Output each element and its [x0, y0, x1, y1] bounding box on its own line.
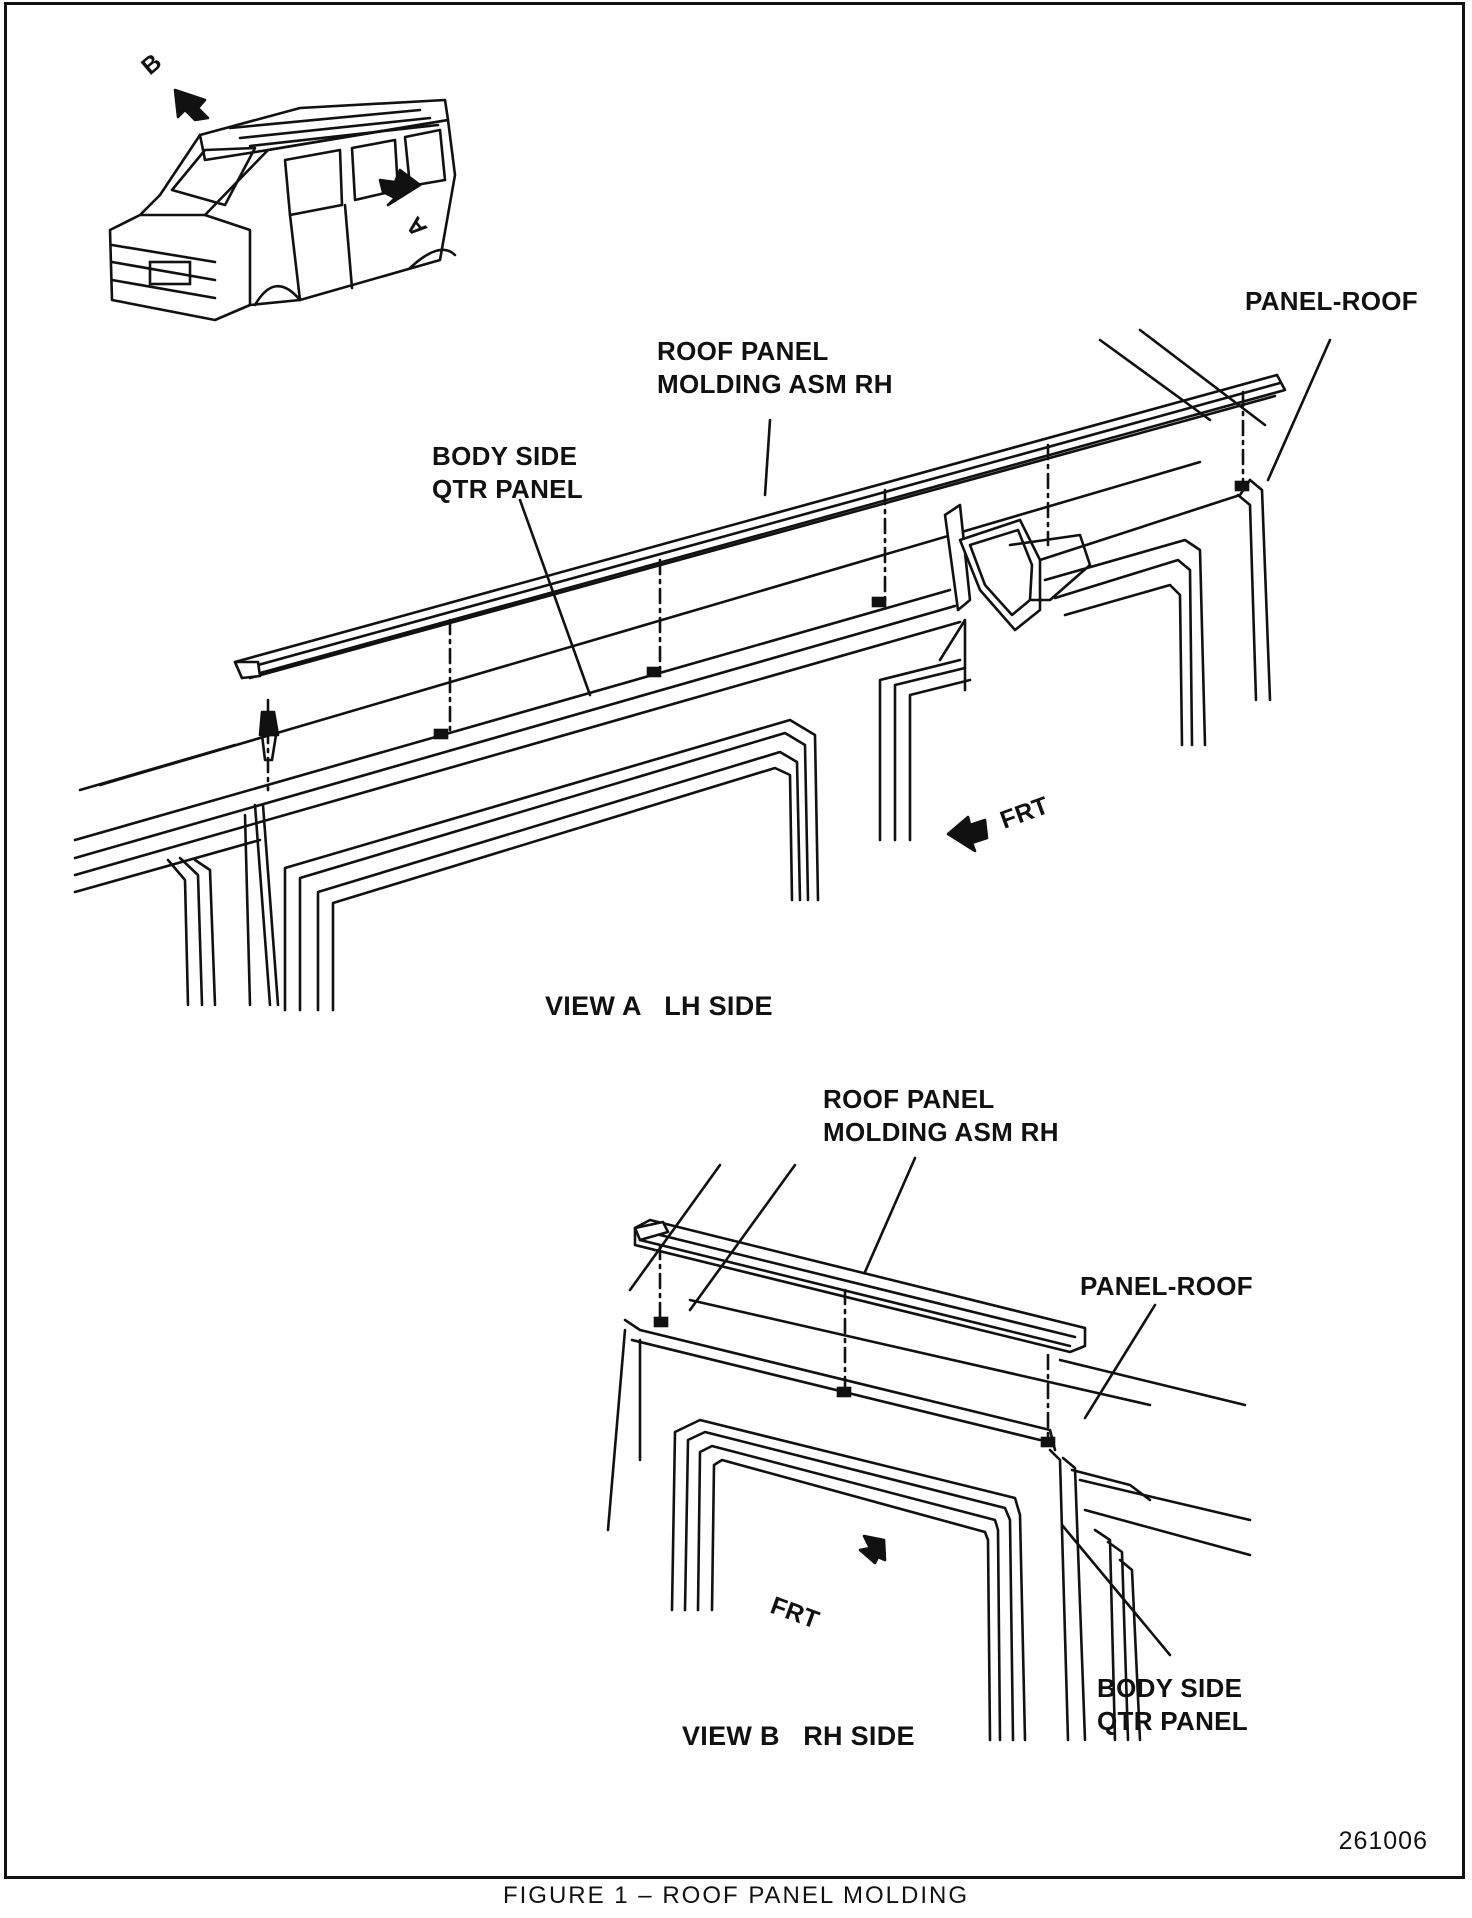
view-a-molding-label-line2: MOLDING ASM RH — [657, 369, 893, 399]
view-b-molding-label-line1: ROOF PANEL — [823, 1084, 995, 1114]
view-a-drawing — [73, 328, 1332, 1012]
view-b-drawing — [606, 1156, 1252, 1742]
view-b-qtr-panel-label-line1: BODY SIDE — [1097, 1673, 1243, 1703]
view-b-qtr-panel-label-line2: QTR PANEL — [1097, 1706, 1248, 1736]
view-a-qtr-panel-label-line1: BODY SIDE — [432, 441, 578, 471]
figure-caption: FIGURE 1 – ROOF PANEL MOLDING — [502, 1882, 970, 1909]
locator-van-drawing — [108, 88, 457, 322]
view-a-panel-roof-label: PANEL-ROOF — [1245, 286, 1418, 316]
figure-code: 261006 — [1338, 1827, 1428, 1855]
view-a-molding-label-line1: ROOF PANEL — [657, 336, 829, 366]
view-a-qtr-panel-label-line2: QTR PANEL — [432, 474, 583, 504]
figure-frame — [4, 2, 1465, 1879]
view-b-molding-label-line2: MOLDING ASM RH — [823, 1117, 1059, 1147]
view-b-title: VIEW B RH SIDE — [682, 1721, 915, 1751]
view-a-title: VIEW A LH SIDE — [545, 991, 773, 1021]
view-b-panel-roof-label: PANEL-ROOF — [1080, 1271, 1253, 1301]
